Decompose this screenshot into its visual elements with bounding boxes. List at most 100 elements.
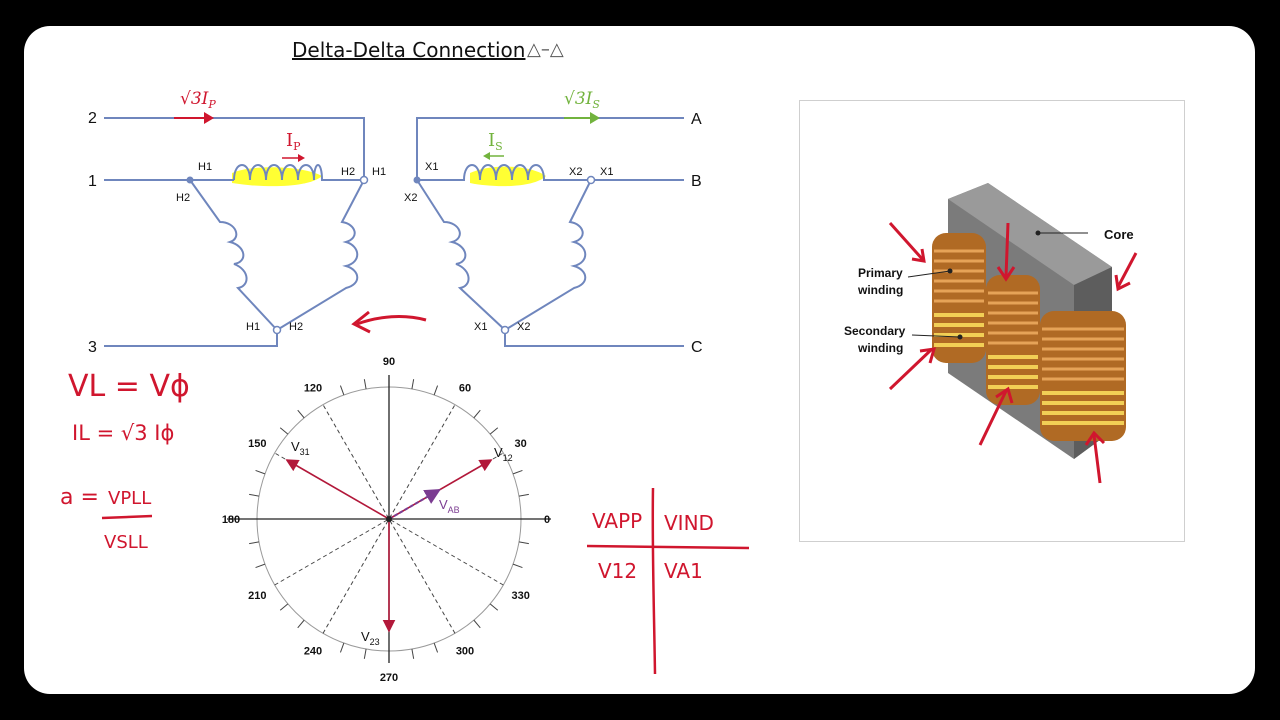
phase-current-secondary-label: IS bbox=[488, 130, 503, 153]
node-primary-1 bbox=[186, 176, 194, 184]
node-primary-2 bbox=[359, 175, 369, 185]
phasor-label-AB: VAB bbox=[439, 497, 460, 515]
terminal-1: 1 bbox=[88, 173, 97, 190]
phasor-angle-label: 90 bbox=[383, 356, 395, 368]
phase-current-primary-label: IP bbox=[286, 130, 301, 153]
phasor-label-31: V31 bbox=[291, 439, 310, 457]
node-label: H1 bbox=[372, 166, 386, 178]
wire-terminal-a bbox=[416, 117, 684, 180]
phasor-tick bbox=[249, 541, 260, 545]
label-core: Core bbox=[1104, 227, 1134, 242]
delta-delta-symbol: △–△ bbox=[527, 39, 564, 60]
hand-table-vline bbox=[651, 487, 657, 675]
phasor-vector-AB bbox=[388, 488, 441, 520]
highlight-primary-coil bbox=[232, 167, 322, 187]
hand-ratio-num: VPLL bbox=[108, 488, 151, 509]
hand-eq-current: IL = √3 Iϕ bbox=[72, 421, 174, 445]
phasor-angle-label: 240 bbox=[304, 646, 322, 658]
winding-left bbox=[932, 233, 986, 363]
phasor-tick bbox=[512, 469, 523, 475]
phasor-tick bbox=[249, 493, 260, 497]
phasor-tick bbox=[473, 619, 481, 629]
node-secondary-3 bbox=[500, 325, 510, 335]
primary-left-coil bbox=[189, 179, 278, 331]
phasor-vector-31 bbox=[285, 459, 390, 520]
phasor-angle-label: 60 bbox=[459, 382, 471, 394]
node-label: X1 bbox=[425, 161, 438, 173]
node-primary-3 bbox=[272, 325, 282, 335]
phasor-guide-line bbox=[322, 404, 456, 634]
hand-arrow-left bbox=[356, 315, 427, 326]
node-label: X2 bbox=[517, 321, 530, 333]
secondary-right-coil bbox=[504, 179, 592, 331]
hand-table-h1: VAPP bbox=[592, 509, 642, 533]
node-label: H2 bbox=[289, 321, 303, 333]
node-label: H1 bbox=[246, 321, 260, 333]
phasor-origin bbox=[386, 516, 392, 522]
phasor-angle-label: 180 bbox=[222, 514, 240, 526]
hand-eq-voltage: VL = Vϕ bbox=[68, 369, 190, 404]
terminal-2: 2 bbox=[88, 110, 97, 127]
primary-delta bbox=[104, 117, 365, 347]
line-current-secondary-label: √3IS bbox=[564, 89, 600, 111]
phasor-tick bbox=[512, 563, 523, 569]
diagram-title: Delta-Delta Connection bbox=[292, 38, 526, 62]
phasor-tick bbox=[433, 385, 439, 396]
node-secondary-1 bbox=[413, 176, 421, 184]
phasor-tick bbox=[489, 427, 499, 435]
phasor-tick bbox=[518, 493, 529, 497]
phasor-angle-label: 330 bbox=[511, 590, 529, 602]
secondary-delta bbox=[416, 117, 684, 347]
line-current-primary-label: √3IP bbox=[180, 89, 216, 111]
phasor-tick bbox=[339, 385, 345, 396]
slide: Delta-Delta Connection △–△ bbox=[24, 26, 1255, 694]
phasor-angle-label: 270 bbox=[380, 672, 398, 684]
phasor-tick bbox=[473, 409, 481, 419]
phasor-tick bbox=[297, 619, 305, 629]
phasor-tick bbox=[363, 379, 367, 390]
phasor-tick bbox=[489, 603, 499, 611]
phasor-angle-label: 300 bbox=[456, 646, 474, 658]
winding-middle bbox=[986, 275, 1040, 405]
node-label: H2 bbox=[176, 192, 190, 204]
hand-ratio-den: VSLL bbox=[104, 532, 148, 553]
hand-arrows-image bbox=[888, 221, 1138, 484]
wire-terminal-3 bbox=[104, 330, 278, 347]
phasor-label-23: V23 bbox=[361, 629, 380, 647]
phasor-angle-label: 120 bbox=[304, 382, 322, 394]
phasor-tick bbox=[433, 642, 439, 653]
node-label: X2 bbox=[404, 192, 417, 204]
primary-top-coil bbox=[233, 164, 364, 181]
phasor-label-12: V12 bbox=[494, 445, 513, 463]
phasor-tick bbox=[518, 541, 529, 545]
phasor-tick bbox=[279, 603, 289, 611]
phasor-tick bbox=[411, 379, 415, 390]
phasor-tick bbox=[363, 648, 367, 659]
primary-right-coil bbox=[276, 179, 365, 331]
phasor-tick bbox=[255, 469, 266, 475]
secondary-left-coil bbox=[416, 179, 506, 331]
hand-table-h2: VIND bbox=[664, 511, 714, 535]
node-label: X1 bbox=[474, 321, 487, 333]
diagram-canvas: 2 1 3 A B C H1 H2 H1 H2 H1 H2 X1 X2 X2 X… bbox=[60, 89, 750, 684]
phasor-tick bbox=[279, 427, 289, 435]
hand-ratio-a: a = bbox=[60, 485, 99, 510]
node-label: H2 bbox=[341, 166, 355, 178]
phasor-angle-label: 0 bbox=[544, 514, 550, 526]
hand-table-hline bbox=[586, 544, 750, 550]
phasor-tick bbox=[255, 563, 266, 569]
phasor-angle-label: 30 bbox=[515, 438, 527, 450]
phasor-diagram: 0306090120150180210240270300330V12V31V23… bbox=[222, 356, 551, 684]
phasor-angle-label: 210 bbox=[248, 590, 266, 602]
terminal-3: 3 bbox=[88, 339, 97, 356]
node-label: X1 bbox=[600, 166, 613, 178]
hand-fraction-bar bbox=[101, 514, 153, 520]
terminal-b: B bbox=[691, 173, 702, 190]
phasor-tick bbox=[339, 642, 345, 653]
hand-table-c1: V12 bbox=[598, 559, 637, 583]
terminal-c: C bbox=[691, 339, 703, 356]
